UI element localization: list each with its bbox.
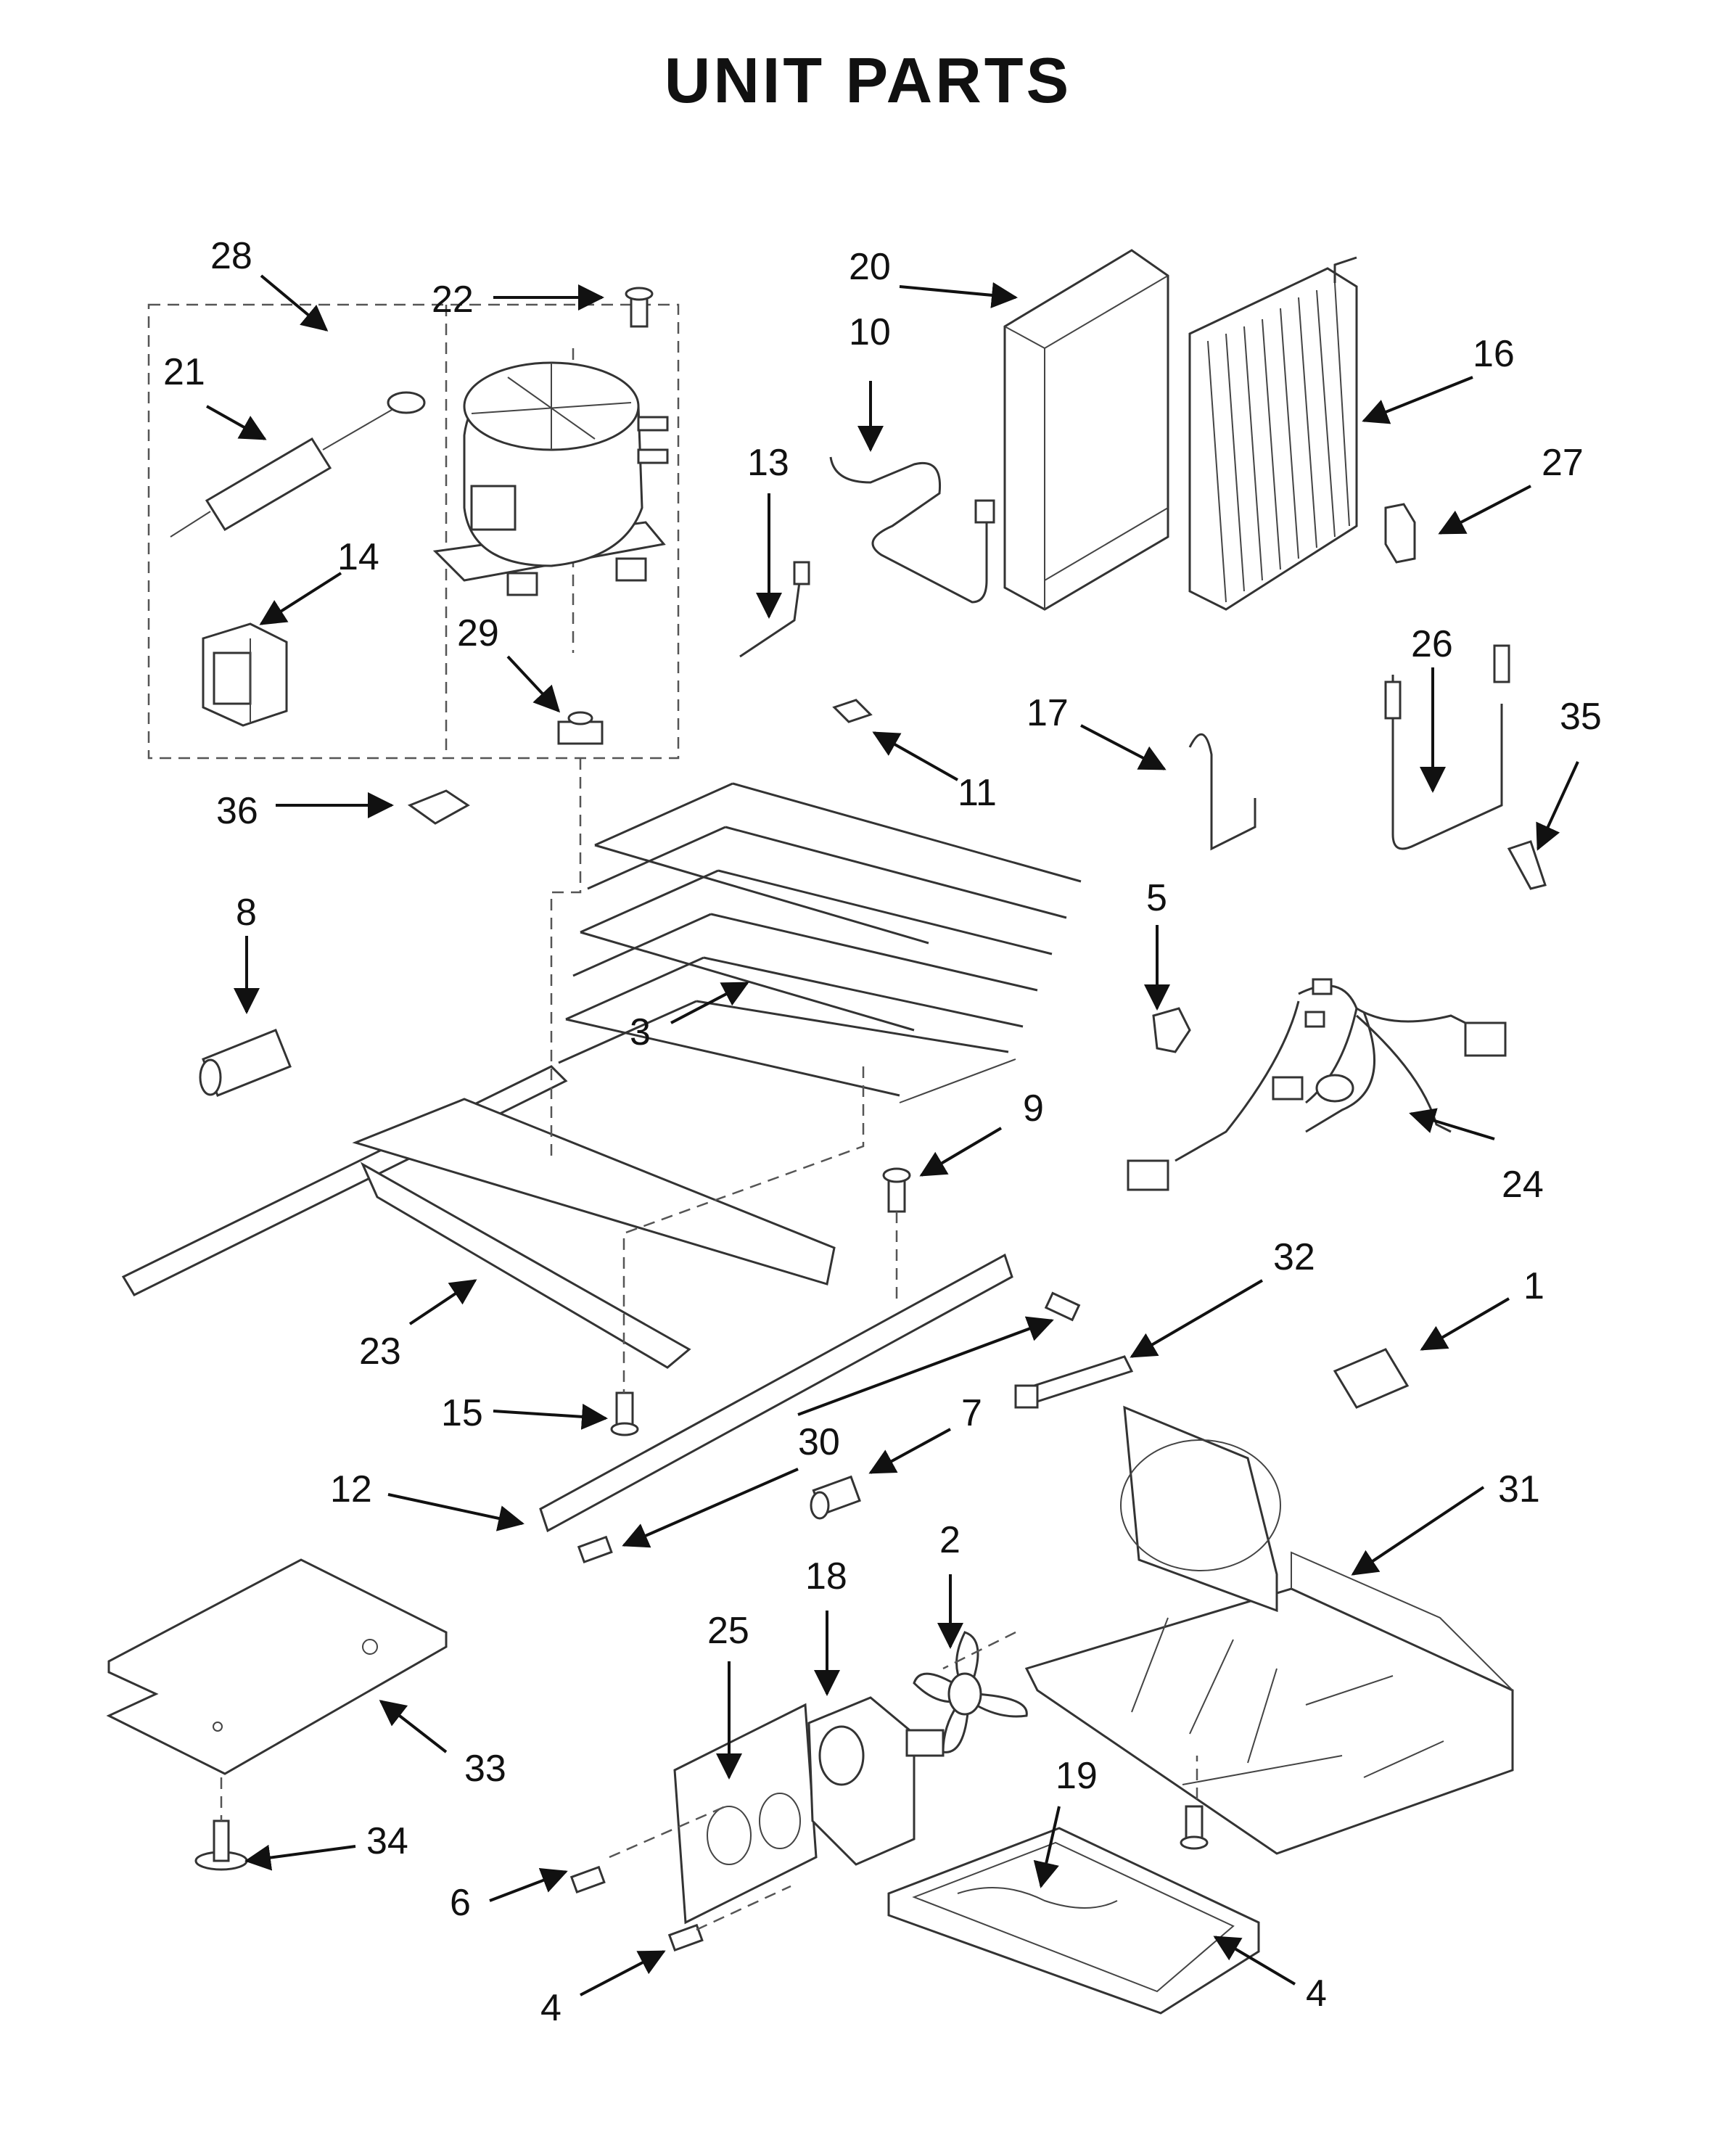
callout-4-right: 4 [1306, 1973, 1327, 2015]
rail-12[interactable] [539, 1253, 1013, 1533]
screw-22[interactable] [625, 287, 654, 328]
callout-34: 34 [366, 1820, 408, 1862]
tube-26[interactable] [1384, 644, 1510, 850]
clip-35[interactable] [1507, 840, 1547, 890]
start-relay-14[interactable] [202, 622, 288, 727]
callout-27: 27 [1542, 442, 1584, 484]
filter-drier-21[interactable] [170, 391, 426, 538]
callout-1: 1 [1523, 1265, 1544, 1307]
drain-pan-19[interactable] [887, 1827, 1260, 2015]
callout-11: 11 [958, 772, 997, 814]
callout-3: 3 [630, 1011, 651, 1053]
callout-22: 22 [432, 279, 474, 321]
fan-bracket-25[interactable] [673, 1703, 818, 1925]
callout-35: 35 [1560, 696, 1602, 738]
screw-4-right[interactable] [1180, 1805, 1209, 1850]
base-pan-31[interactable] [1024, 1405, 1514, 1855]
frame-rail-23[interactable] [121, 1065, 836, 1369]
wire-harness-24[interactable] [1127, 978, 1507, 1191]
callout-21: 21 [163, 351, 205, 393]
callout-25: 25 [707, 1610, 749, 1652]
callout-9: 9 [1023, 1087, 1044, 1130]
plate-1[interactable] [1333, 1348, 1410, 1409]
callouts: 28 22 21 14 29 36 8 3 9 23 15 12 30 7 32… [163, 235, 1602, 2029]
callout-18: 18 [805, 1555, 847, 1597]
callout-30: 30 [798, 1421, 840, 1463]
cable-tie-32[interactable] [1014, 1355, 1134, 1409]
callout-7: 7 [961, 1392, 982, 1434]
callout-10: 10 [849, 311, 891, 353]
callout-24: 24 [1502, 1164, 1544, 1206]
callout-12: 12 [330, 1468, 372, 1510]
fastener-34[interactable] [194, 1819, 248, 1871]
clip-11[interactable] [832, 699, 873, 723]
callout-14: 14 [337, 536, 379, 578]
cover-33[interactable] [106, 1558, 448, 1775]
callout-15: 15 [441, 1392, 483, 1434]
clip-27[interactable] [1384, 503, 1416, 564]
screw-4-left[interactable] [667, 1923, 704, 1952]
bracket-17[interactable] [1188, 733, 1256, 851]
leader-lines [206, 274, 1579, 1996]
tube-13[interactable] [739, 561, 810, 658]
callout-20: 20 [849, 246, 891, 288]
callout-29: 29 [457, 612, 499, 654]
callout-6: 6 [450, 1882, 471, 1924]
screw-9[interactable] [882, 1167, 911, 1213]
evaporator-3[interactable] [558, 782, 1082, 1103]
callout-31: 31 [1498, 1468, 1540, 1510]
callout-4-left: 4 [540, 1987, 561, 2029]
page-title: UNIT PARTS [664, 44, 1072, 116]
callout-33: 33 [464, 1748, 506, 1790]
callout-17: 17 [1027, 692, 1069, 734]
screw-30b[interactable] [577, 1535, 613, 1564]
compressor[interactable] [432, 361, 669, 596]
callout-13: 13 [747, 442, 789, 484]
condenser-shroud-20[interactable] [1003, 249, 1169, 611]
callout-32: 32 [1273, 1236, 1315, 1278]
connector-7[interactable] [810, 1475, 861, 1520]
callout-36: 36 [216, 790, 258, 832]
callout-23: 23 [359, 1331, 401, 1373]
fan-blade-2[interactable] [913, 1631, 1028, 1753]
callout-2: 2 [939, 1519, 960, 1561]
callout-19: 19 [1056, 1755, 1098, 1797]
callout-5: 5 [1146, 877, 1167, 919]
callout-16: 16 [1473, 333, 1515, 375]
callout-26: 26 [1411, 623, 1453, 665]
assembly-guides [220, 758, 1198, 1931]
screw-15[interactable] [610, 1391, 639, 1436]
tube-10[interactable] [829, 456, 995, 604]
callout-28: 28 [210, 235, 252, 277]
grommet-29[interactable] [557, 711, 604, 745]
callout-8: 8 [236, 892, 257, 934]
fan-motor-18[interactable] [807, 1696, 945, 1866]
tube-8[interactable] [199, 1029, 292, 1097]
clip-5[interactable] [1152, 1007, 1191, 1053]
screw-30a[interactable] [1044, 1291, 1081, 1322]
clip-36[interactable] [407, 789, 470, 825]
screw-6[interactable] [569, 1865, 606, 1894]
condenser-16[interactable] [1188, 256, 1358, 611]
